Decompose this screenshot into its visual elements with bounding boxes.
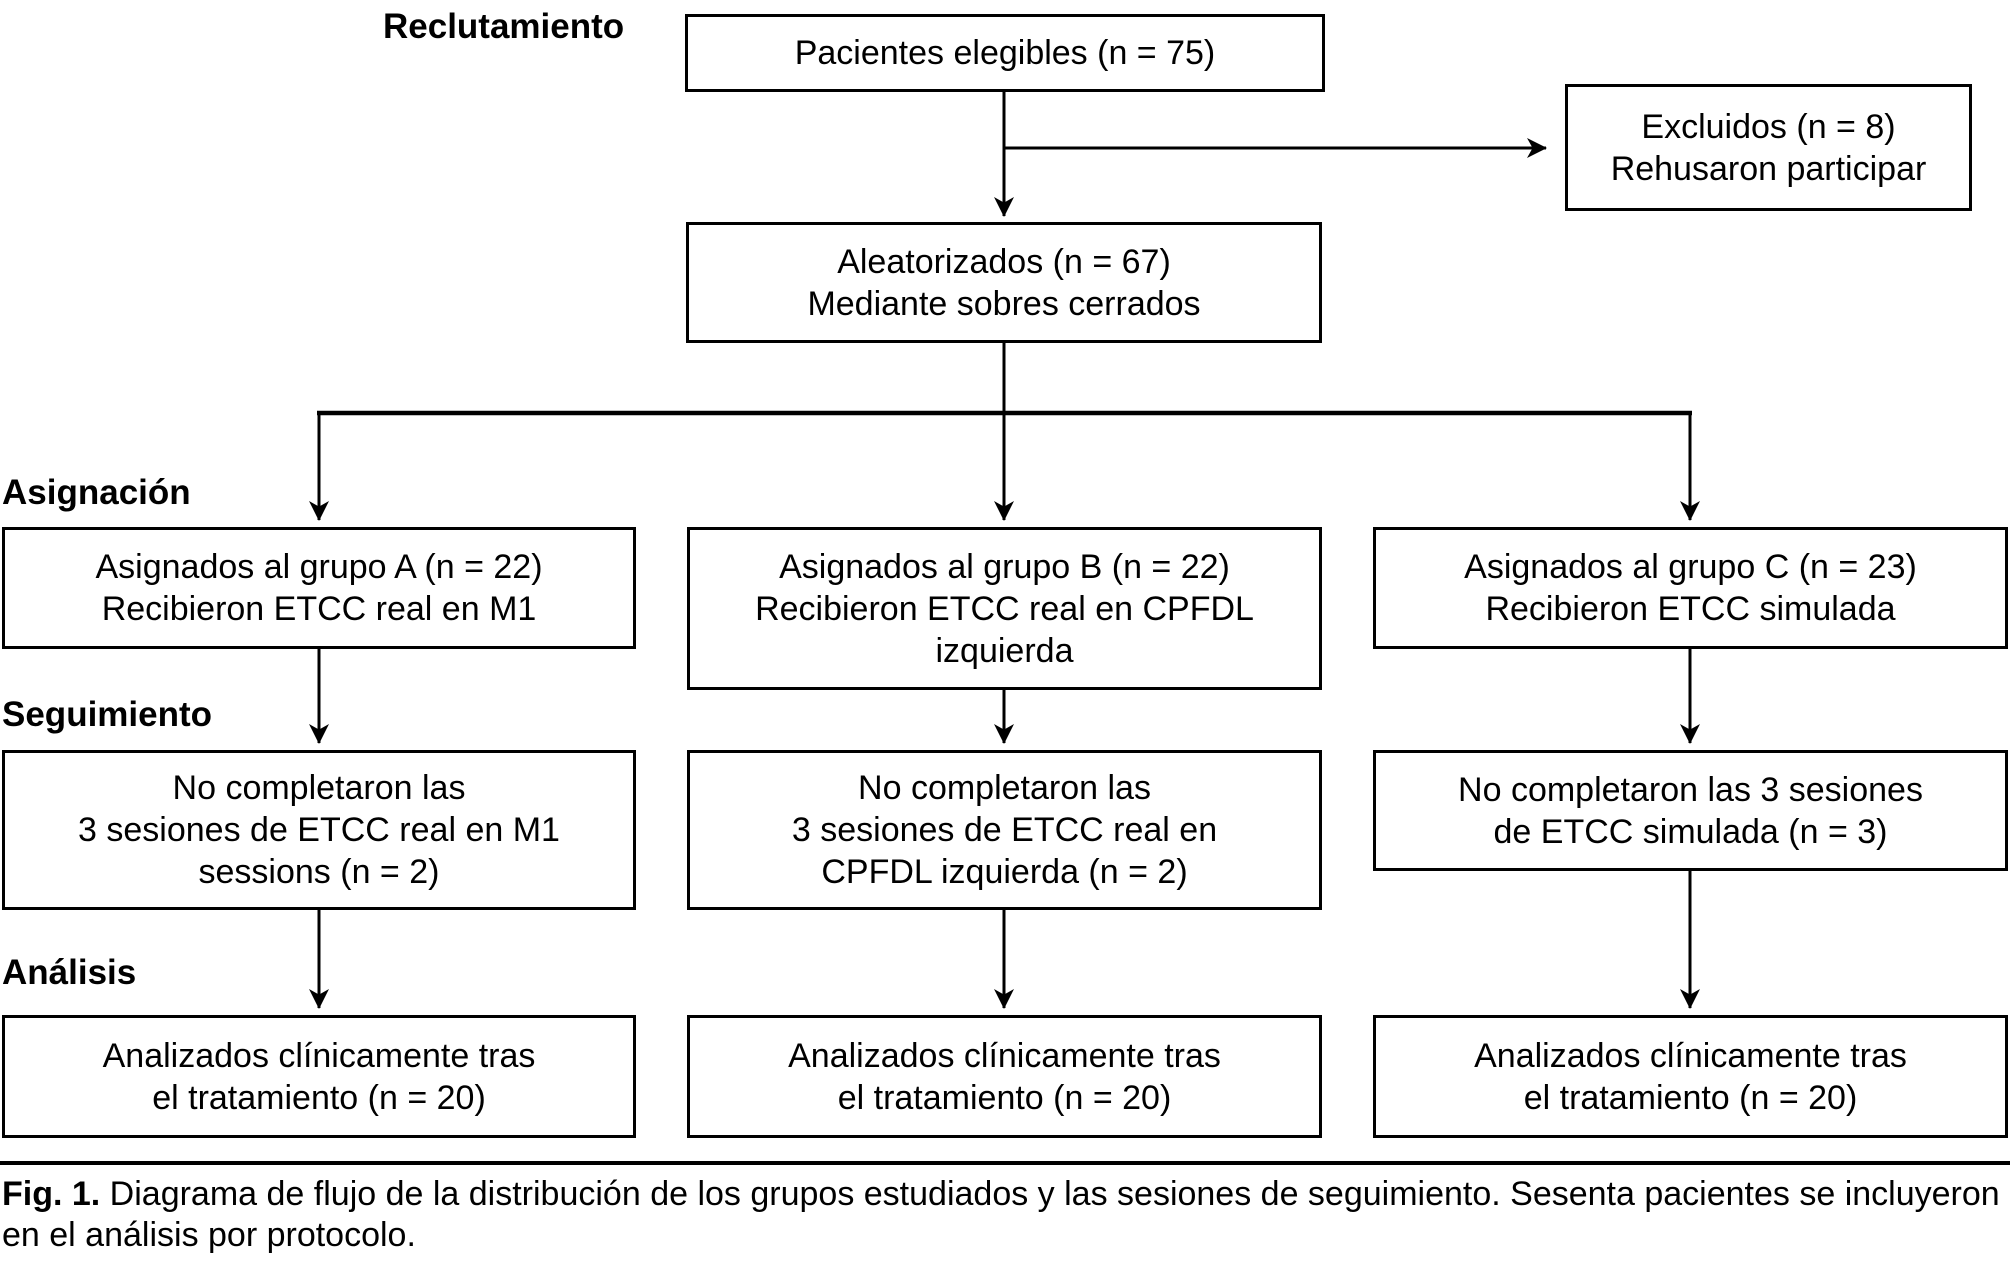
box-line: Recibieron ETCC real en M1 <box>101 590 537 628</box>
box-analysis-c: Analizados clínicamente tras el tratamie… <box>1373 1015 2008 1138</box>
figure-caption-label: Fig. 1. <box>2 1175 101 1213</box>
box-followup-b: No completaron las 3 sesiones de ETCC re… <box>687 750 1322 910</box>
box-group-b: Asignados al grupo B (n = 22) Recibieron… <box>687 527 1322 690</box>
figure-caption: Fig. 1. Diagrama de flujo de la distribu… <box>2 1174 2008 1256</box>
box-line: No completaron las <box>858 769 1151 807</box>
figure-caption-text: Diagrama de flujo de la distribución de … <box>2 1175 2000 1254</box>
box-excluded: Excluidos (n = 8) Rehusaron participar <box>1565 84 1972 211</box>
box-line: Recibieron ETCC simulada <box>1485 590 1896 628</box>
box-line: Pacientes elegibles (n = 75) <box>794 34 1216 72</box>
box-line: Analizados clínicamente tras <box>102 1036 536 1075</box>
box-line: sessions (n = 2) <box>198 853 440 891</box>
box-line: Analizados clínicamente tras <box>1474 1036 1907 1075</box>
caption-divider <box>0 1161 2010 1165</box>
box-line: Recibieron ETCC real en CPFDL <box>755 589 1254 628</box>
box-line: 3 sesiones de ETCC real en <box>791 811 1218 849</box>
box-group-a: Asignados al grupo A (n = 22) Recibieron… <box>2 527 636 649</box>
box-followup-a: No completaron las 3 sesiones de ETCC re… <box>2 750 636 910</box>
box-line: izquierda <box>935 631 1074 670</box>
box-eligible-patients: Pacientes elegibles (n = 75) <box>685 14 1325 92</box>
box-line: Rehusaron participar <box>1610 149 1927 188</box>
box-randomized: Aleatorizados (n = 67) Mediante sobres c… <box>686 222 1322 343</box>
box-line: el tratamiento (n = 20) <box>152 1078 486 1117</box>
box-line: el tratamiento (n = 20) <box>837 1078 1172 1117</box>
stage-label-followup: Seguimiento <box>2 695 213 734</box>
box-followup-c: No completaron las 3 sesiones de ETCC si… <box>1373 750 2008 871</box>
box-analysis-a: Analizados clínicamente tras el tratamie… <box>2 1015 636 1138</box>
box-line: Asignados al grupo B (n = 22) <box>779 547 1230 586</box>
stage-label-analysis: Análisis <box>2 953 137 992</box>
box-line: Asignados al grupo C (n = 23) <box>1464 548 1917 586</box>
box-line: Analizados clínicamente tras <box>788 1036 1221 1075</box>
box-line: Asignados al grupo A (n = 22) <box>95 548 543 586</box>
box-line: No completaron las <box>172 769 466 807</box>
box-group-c: Asignados al grupo C (n = 23) Recibieron… <box>1373 527 2008 649</box>
box-line: CPFDL izquierda (n = 2) <box>821 853 1188 891</box>
box-line: Mediante sobres cerrados <box>807 284 1201 323</box>
box-line: Aleatorizados (n = 67) <box>837 242 1171 281</box>
box-line: de ETCC simulada (n = 3) <box>1493 812 1888 851</box>
box-line: Excluidos (n = 8) <box>1641 107 1896 146</box>
box-line: No completaron las 3 sesiones <box>1458 770 1923 809</box>
stage-label-recruitment: Reclutamiento <box>383 7 625 46</box>
stage-label-allocation: Asignación <box>2 473 191 512</box>
box-line: 3 sesiones de ETCC real en M1 <box>78 811 560 849</box>
box-analysis-b: Analizados clínicamente tras el tratamie… <box>687 1015 1322 1138</box>
box-line: el tratamiento (n = 20) <box>1523 1078 1858 1117</box>
